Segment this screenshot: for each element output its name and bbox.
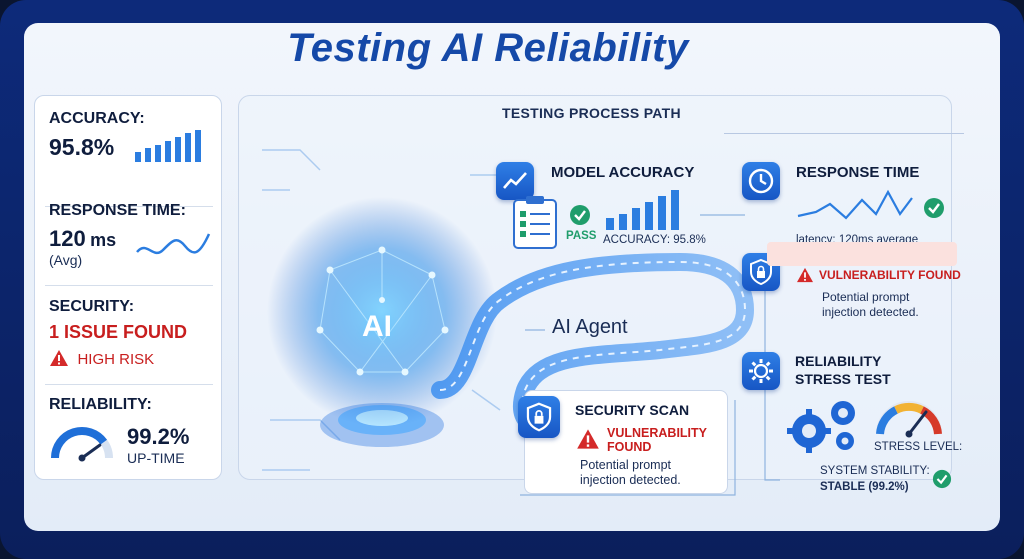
stability-check-icon bbox=[932, 469, 952, 489]
gears-icon bbox=[787, 401, 855, 453]
page-title: Testing AI Reliability bbox=[287, 26, 689, 70]
response-time-step-icon bbox=[742, 162, 780, 200]
checklist-icon bbox=[513, 196, 557, 249]
response-time-title: RESPONSE TIME bbox=[796, 164, 920, 181]
reliability-label: RELIABILITY: bbox=[49, 396, 152, 413]
reliability-gauge-icon bbox=[51, 427, 113, 462]
response-time-value: 120 bbox=[49, 226, 86, 251]
response-time-metric: RESPONSE TIME: 120 ms (Avg) bbox=[49, 202, 214, 268]
security-scan-line1: Potential prompt bbox=[580, 458, 672, 472]
response-check-icon bbox=[924, 198, 944, 218]
stress-level-label: STRESS LEVEL: bbox=[874, 441, 963, 453]
trend-up-icon bbox=[503, 172, 527, 189]
pass-check-icon bbox=[570, 205, 590, 225]
accuracy-metric: ACCURACY: 95.8% bbox=[49, 110, 214, 161]
model-accuracy-title: MODEL ACCURACY bbox=[551, 164, 695, 181]
accuracy-label: ACCURACY: bbox=[49, 110, 145, 127]
security-scan-title: SECURITY SCAN bbox=[575, 402, 690, 418]
vulnerability-line1: Potential prompt bbox=[822, 290, 910, 304]
header-rule bbox=[724, 133, 964, 134]
security-metric: SECURITY: 1 ISSUE FOUND HIGH RISK bbox=[49, 298, 214, 369]
stability-label: SYSTEM STABILITY: bbox=[820, 465, 930, 477]
vulnerability-line2: injection detected. bbox=[822, 305, 919, 319]
metric-divider bbox=[45, 285, 213, 286]
stability-value: STABLE (99.2%) bbox=[820, 481, 909, 493]
process-path-label: TESTING PROCESS PATH bbox=[502, 105, 681, 121]
security-risk: HIGH RISK bbox=[77, 351, 155, 368]
response-time-note: (Avg) bbox=[49, 252, 83, 268]
stress-test-title1: RELIABILITY bbox=[795, 353, 882, 369]
security-label: SECURITY: bbox=[49, 298, 135, 315]
warning-icon bbox=[797, 267, 813, 283]
warning-icon bbox=[577, 429, 599, 449]
vulnerability-highlight bbox=[767, 242, 957, 266]
stress-gauge-icon bbox=[876, 401, 942, 438]
reliability-value: 99.2% bbox=[127, 424, 190, 449]
clock-icon bbox=[748, 168, 774, 194]
accuracy-bars-chart-icon bbox=[606, 190, 679, 230]
security-scan-step-icon bbox=[518, 396, 560, 438]
stress-test-title2: STRESS TEST bbox=[795, 371, 891, 387]
metric-divider bbox=[45, 206, 213, 207]
security-value: 1 ISSUE FOUND bbox=[49, 322, 188, 342]
vulnerability-title: VULNERABILITY FOUND bbox=[819, 268, 961, 282]
pass-label: PASS bbox=[566, 230, 597, 242]
shield-lock-icon bbox=[750, 258, 772, 286]
ai-core-label: AI bbox=[362, 310, 392, 343]
gear-icon bbox=[749, 359, 773, 383]
metrics-panel: ACCURACY: 95.8% RESPONSE TIME: 120 ms (A… bbox=[34, 95, 222, 480]
response-time-unit: ms bbox=[90, 230, 117, 250]
security-scan-warn1: VULNERABILITY bbox=[607, 426, 707, 440]
latency-line-icon bbox=[797, 189, 913, 220]
security-scan-warn2: FOUND bbox=[607, 440, 652, 454]
response-time-label: RESPONSE TIME: bbox=[49, 202, 186, 219]
reliability-metric: RELIABILITY: bbox=[49, 396, 214, 414]
shield-lock-icon bbox=[526, 402, 552, 432]
accuracy-value: 95.8% bbox=[49, 134, 115, 160]
model-accuracy-step-icon bbox=[496, 162, 534, 200]
reliability-note: UP-TIME bbox=[127, 450, 185, 466]
accuracy-bars-icon bbox=[135, 130, 201, 162]
security-scan-line2: injection detected. bbox=[580, 473, 681, 487]
stress-test-step-icon bbox=[742, 352, 780, 390]
metric-divider bbox=[45, 384, 213, 385]
model-accuracy-caption: ACCURACY: 95.8% bbox=[603, 234, 706, 246]
ai-agent-label: AI Agent bbox=[552, 316, 628, 338]
response-wave-icon bbox=[136, 233, 211, 255]
warning-icon bbox=[50, 350, 68, 366]
